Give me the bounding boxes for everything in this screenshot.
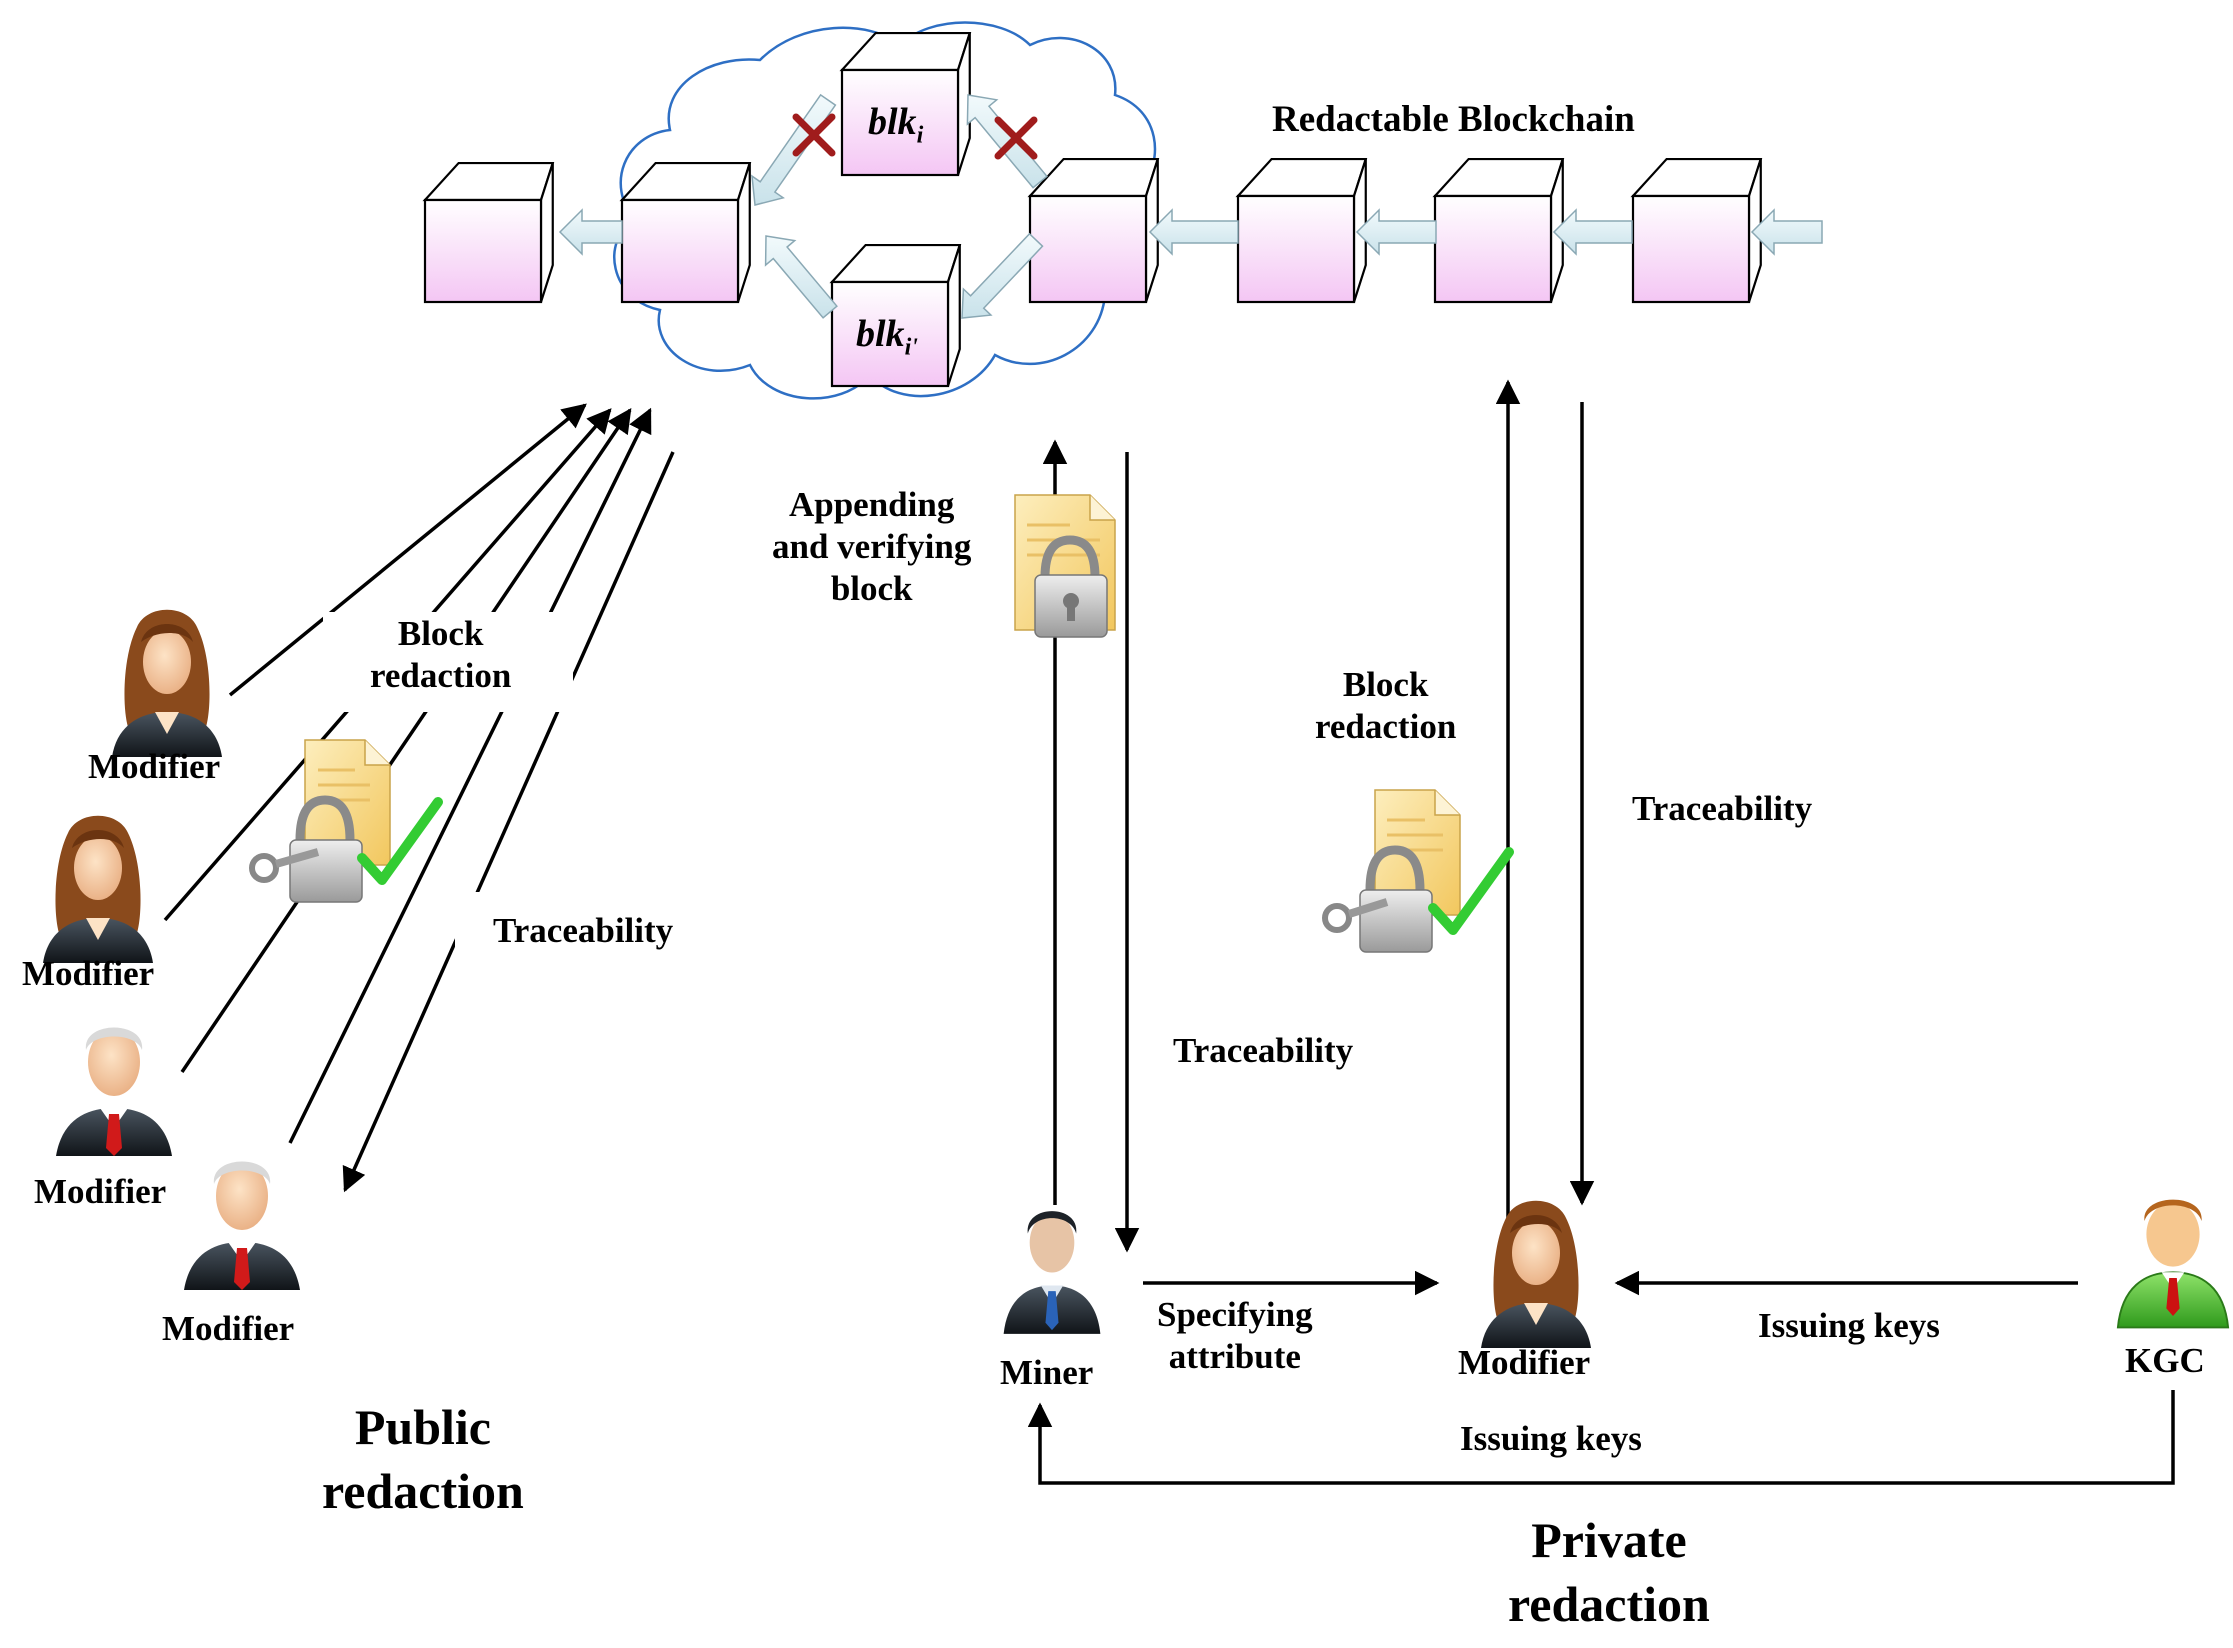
public-modifier-label-4: Modifier [162, 1309, 295, 1348]
issuing-keys-top-label: Issuing keys [1758, 1306, 1940, 1345]
broken-link-next-original [966, 94, 1048, 189]
block-label-original-text: blk [868, 101, 917, 143]
cross-icon [792, 113, 836, 157]
public-redaction-arrows [163, 403, 675, 1193]
public-modifier-label-3: Modifier [34, 1172, 167, 1211]
block-5 [1432, 157, 1565, 304]
link-next-modified [961, 232, 1044, 319]
block-label-modified-sub: i' [904, 334, 918, 361]
user-male-elder-icon [184, 1161, 300, 1290]
document-lock-icon [249, 739, 443, 903]
kgc-label: KGC [2125, 1341, 2205, 1380]
public-modifier-label-2: Modifier [22, 954, 155, 993]
block-modified [829, 243, 962, 388]
user-male-elder-icon [56, 1027, 172, 1156]
user-female-icon [112, 609, 222, 757]
kgc-icon [2116, 1199, 2230, 1329]
issuing-keys-bottom-label: Issuing keys [1460, 1419, 1642, 1458]
private-modifier-label: Modifier [1458, 1343, 1591, 1382]
appending-verifying-label: Appending and verifying block [772, 485, 972, 608]
link-arrow-6-5 [1750, 208, 1823, 256]
user-female-icon [1481, 1200, 1591, 1348]
block-genesis [422, 161, 555, 304]
blockchain-blocks [422, 31, 1763, 388]
link-arrow-prev-genesis [558, 208, 623, 256]
link-arrow-4-3 [1355, 208, 1437, 256]
public-modifier-label-1: Modifier [88, 747, 221, 786]
public-redaction-heading: Public redaction [322, 1399, 524, 1519]
chain-link-arrows [558, 93, 1823, 319]
block-prev [619, 161, 752, 304]
private-redaction-heading: Private redaction [1508, 1512, 1710, 1632]
block-label-original: blki [868, 100, 923, 150]
private-traceability-miner-label: Traceability [1173, 1031, 1354, 1070]
miner-icon [1003, 1211, 1101, 1334]
chain-title: Redactable Blockchain [1272, 99, 1635, 140]
block-label-original-sub: i [916, 122, 924, 149]
miner-label: Miner [1000, 1353, 1094, 1392]
block-4 [1235, 157, 1368, 304]
block-next [1027, 157, 1160, 304]
participants [43, 609, 2230, 1348]
specifying-attribute-label: Specifying attribute [1157, 1295, 1313, 1376]
document-lock-icon [1322, 789, 1514, 953]
document-lock-icon [1014, 494, 1116, 638]
cross-icon [994, 116, 1038, 160]
link-arrow-3-next [1148, 208, 1239, 256]
block-original [839, 31, 972, 177]
block-label-modified: blki' [856, 312, 918, 362]
block-label-modified-text: blk [856, 313, 905, 355]
block-6 [1630, 157, 1763, 304]
private-traceability-right-label: Traceability [1632, 789, 1813, 828]
private-block-redaction-label: Block redaction [1315, 665, 1457, 746]
link-modified-prev [764, 235, 838, 319]
public-traceability-label: Traceability [493, 911, 674, 950]
user-female-icon [43, 815, 153, 963]
public-block-redaction-label: Block redaction [370, 614, 512, 695]
link-arrow-5-4 [1552, 208, 1633, 256]
